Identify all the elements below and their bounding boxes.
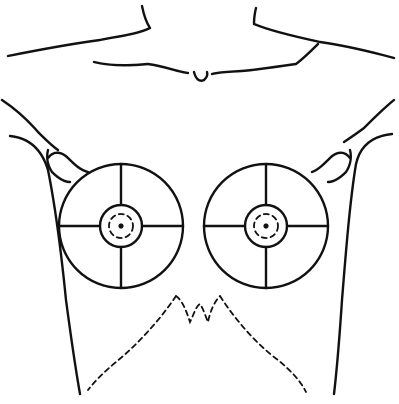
dashed-midline-peak-guide (176, 296, 220, 322)
dashed-left-lower-guide (88, 296, 176, 390)
nipple-dot-icon (263, 223, 268, 228)
left-flank-contour (10, 136, 80, 394)
left-clavicle-contour (94, 62, 188, 73)
left-axillary-tail (48, 153, 88, 172)
nipple-dot-icon (118, 223, 123, 228)
torso-outline (2, 100, 394, 394)
neck-right-contour (254, 8, 394, 58)
right-axillary-tail (312, 153, 350, 172)
dashed-right-lower-guide (220, 296, 306, 392)
breast-quadrant-diagram-right (204, 164, 328, 288)
breast-quadrant-diagram-left (59, 164, 183, 288)
neck-left-contour (8, 6, 150, 56)
sternal-notch (194, 72, 207, 81)
right-clavicle-contour (212, 44, 318, 74)
dashed-inframammary-guides (88, 296, 306, 392)
neck-and-clavicle-outline (8, 6, 394, 81)
right-flank-contour (334, 134, 392, 394)
